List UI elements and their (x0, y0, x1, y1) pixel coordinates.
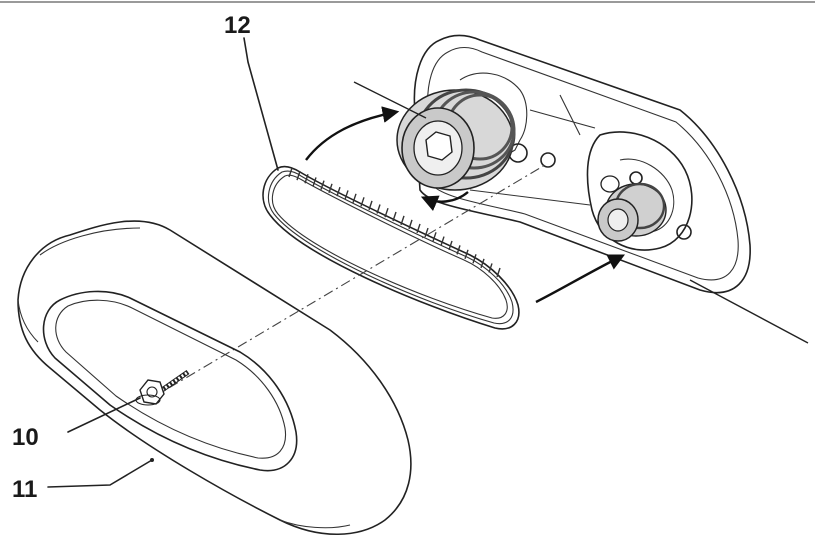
part-label-belt: 12 (224, 12, 251, 39)
belt-tooth (480, 258, 485, 269)
belt-tooth (400, 215, 405, 226)
belt-tooth (288, 167, 293, 178)
belt-cover (17, 220, 412, 535)
belt-tooth (296, 170, 301, 181)
belt-tooth (336, 186, 341, 197)
belt-tooth (432, 232, 437, 242)
belt-tooth (416, 223, 421, 234)
belt-tooth (312, 177, 317, 187)
belt-tooth (384, 207, 389, 218)
drive-belt (262, 165, 520, 330)
belt-tooth (472, 254, 477, 264)
belt-teeth (288, 167, 501, 278)
belt-tooth (352, 193, 357, 204)
belt-tooth (376, 204, 381, 214)
cover-bolt (135, 369, 190, 406)
leader-line-cover (47, 459, 153, 488)
belt-tooth (304, 174, 309, 184)
belt-tooth (456, 245, 461, 255)
motion-arrow-upper (305, 106, 400, 161)
belt-tooth (448, 240, 453, 251)
part-label-cover: 11 (12, 476, 37, 503)
belt-tooth (464, 249, 469, 260)
leader-line-bolt (67, 397, 141, 433)
drive-pulley (396, 88, 516, 191)
belt-tooth (488, 263, 493, 273)
belt-tooth (368, 200, 373, 211)
belt-tooth (344, 190, 349, 200)
driven-pulley (597, 175, 667, 242)
belt-tooth (360, 197, 365, 207)
belt-tooth (320, 180, 325, 190)
belt-tooth (328, 183, 333, 194)
belt-tooth (496, 267, 501, 278)
leader-line-belt (243, 37, 279, 171)
assembly-axis-line (151, 164, 546, 399)
belt-tooth (424, 227, 429, 238)
rotation-arrow (420, 191, 469, 212)
motion-arrow-lower (535, 254, 626, 304)
belt-tooth (440, 236, 445, 246)
axis-line-right (689, 279, 809, 344)
pulley-pointer-line (353, 81, 427, 119)
belt-tooth (408, 219, 413, 230)
belt-tooth (392, 211, 397, 222)
part-label-bolt: 10 (12, 424, 39, 451)
